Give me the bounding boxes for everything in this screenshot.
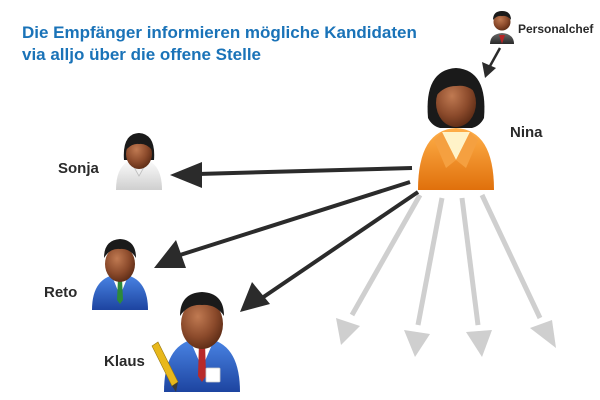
light-arrow-2 — [404, 197, 445, 357]
light-arrow-4 — [479, 193, 556, 348]
light-arrows — [336, 193, 556, 357]
label-reto: Reto — [44, 284, 78, 301]
personalchef-avatar — [490, 11, 514, 44]
label-nina: Nina — [510, 124, 543, 141]
klaus-avatar — [164, 292, 240, 392]
light-arrow-1 — [336, 193, 423, 345]
title-line-1: Die Empfänger informieren mögliche Kandi… — [22, 23, 417, 42]
nina-avatar — [418, 68, 494, 190]
pencil-icon — [151, 341, 179, 392]
label-sonja: Sonja — [58, 160, 99, 177]
label-personalchef: Personalchef — [518, 22, 594, 36]
title-line-2: via alljo über die offene Stelle — [22, 45, 262, 64]
label-klaus: Klaus — [104, 353, 145, 370]
light-arrow-3 — [459, 197, 492, 357]
arrow-to-sonja — [170, 162, 413, 188]
reto-avatar — [92, 239, 148, 310]
arrow-personalchef-to-nina — [482, 47, 502, 78]
sonja-avatar — [116, 133, 162, 190]
arrow-to-klaus — [240, 190, 420, 312]
diagram-title: Die Empfänger informieren mögliche Kandi… — [22, 22, 442, 66]
dark-arrows — [154, 47, 502, 312]
arrow-to-reto — [154, 180, 411, 268]
